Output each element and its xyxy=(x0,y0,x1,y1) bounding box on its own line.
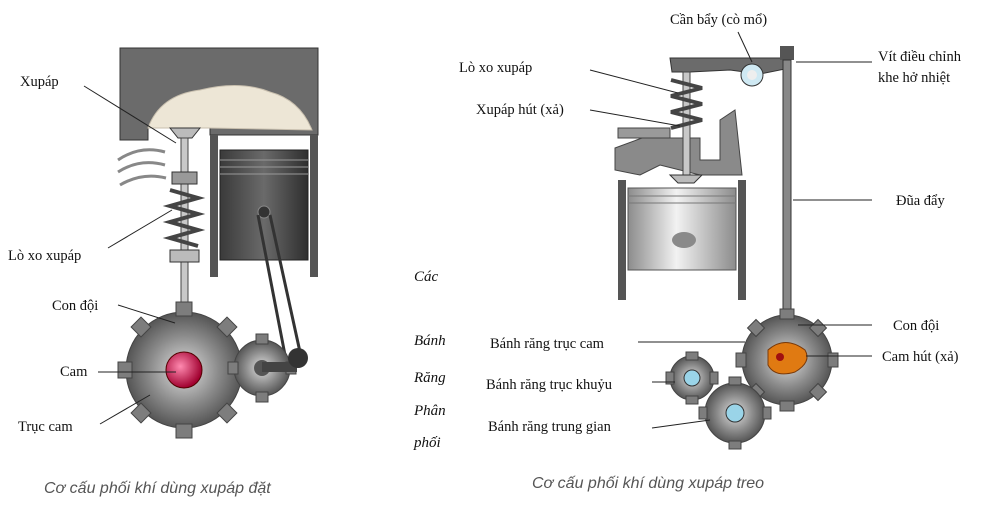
side-label-line-5: phối xyxy=(413,435,441,451)
side-label-line-1: Các xyxy=(414,269,439,285)
label-idler-gear: Bánh răng trung gian xyxy=(488,419,612,435)
piston-right xyxy=(628,188,736,270)
side-label-line-4: Phân xyxy=(413,403,446,419)
label-adjust-screw-2: khe hở nhiệt xyxy=(878,70,950,86)
label-push-rod: Đũa đẩy xyxy=(896,193,945,209)
caption-right: Cơ cấu phối khí dùng xupáp treo xyxy=(532,475,764,492)
label-cam-left: Cam xyxy=(60,364,88,380)
label-rocker-arm: Cần bẩy (cò mổ) xyxy=(670,12,767,28)
label-intake-valve: Xupáp hút (xả) xyxy=(476,102,564,118)
label-valve-left: Xupáp xyxy=(20,74,59,90)
cylinder-head-right xyxy=(615,110,742,175)
label-intake-cam: Cam hút (xả) xyxy=(882,349,959,365)
side-label-line-3: Răng xyxy=(413,370,446,386)
cylinder-wall-left xyxy=(210,135,218,277)
cylinder-wall-right xyxy=(310,135,318,277)
label-valve-spring-right: Lò xo xupáp xyxy=(459,60,532,76)
label-tappet-right: Con đội xyxy=(893,318,939,334)
label-tappet-left: Con đội xyxy=(52,298,98,314)
label-adjust-screw-1: Vít điều chỉnh xyxy=(878,49,962,65)
left-diagram: Xupáp Lò xo xupáp Con đội Cam Trục cam C… xyxy=(8,48,318,497)
piston-pin xyxy=(258,206,270,218)
label-camshaft: Trục cam xyxy=(18,419,73,435)
caption-left: Cơ cấu phối khí dùng xupáp đặt xyxy=(44,480,271,497)
label-cam-gear: Bánh răng trục cam xyxy=(490,336,605,352)
label-crank-gear: Bánh răng trục khuỷu xyxy=(486,377,612,393)
push-rod xyxy=(783,60,791,318)
valve-left xyxy=(170,128,200,138)
label-valve-spring-left: Lò xo xupáp xyxy=(8,248,81,264)
right-diagram: Cần bẩy (cò mổ) Lò xo xupáp Xupáp hút (x… xyxy=(413,12,962,492)
side-label-line-2: Bánh xyxy=(414,333,446,349)
